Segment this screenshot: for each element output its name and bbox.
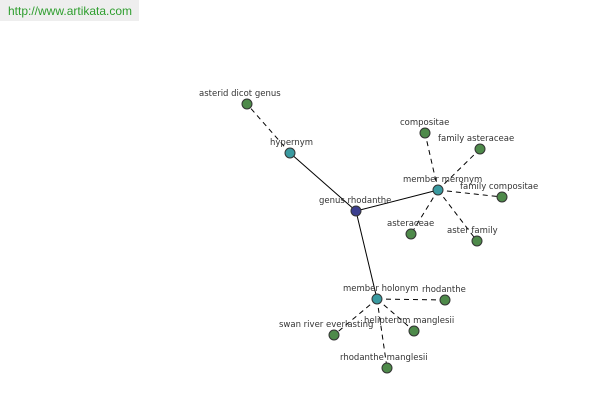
edge-hypernym-to-asterid-dicot-genus (246, 103, 291, 154)
node-label-asterid-dicot-genus[interactable]: asterid dicot genus (199, 89, 281, 99)
node-rhodanthe-manglesii[interactable] (381, 362, 393, 374)
edge-genus-rhodanthe-to-member-meronym (355, 189, 439, 212)
edge-member-holonym-to-helipterum-manglesii (376, 298, 415, 332)
node-label-compositae[interactable]: compositae (400, 118, 449, 128)
edge-genus-rhodanthe-to-hypernym (289, 152, 357, 212)
node-asterid-dicot-genus[interactable] (241, 98, 253, 110)
node-swan-river-everlasting[interactable] (328, 329, 340, 341)
node-label-swan-river-everlasting[interactable]: swan river everlasting (279, 320, 373, 330)
node-asteraceae[interactable] (405, 228, 417, 240)
edges-layer (246, 103, 503, 369)
source-url-text[interactable]: http://www.artikata.com (8, 3, 133, 18)
node-helipterum-manglesii[interactable] (408, 325, 420, 337)
node-label-family-asteraceae[interactable]: family asteraceae (438, 134, 514, 144)
node-label-member-meronym[interactable]: member meronym (403, 175, 482, 185)
node-label-hypernym[interactable]: hypernym (270, 138, 313, 148)
edge-member-holonym-to-rhodanthe-manglesii (376, 298, 388, 369)
node-label-family-compositae[interactable]: family compositae (460, 182, 538, 192)
node-family-compositae[interactable] (496, 191, 508, 203)
node-label-helipterum-manglesii[interactable]: helipterum manglesii (364, 316, 454, 326)
node-label-rhodanthe-manglesii[interactable]: rhodanthe manglesii (340, 353, 428, 363)
node-genus-rhodanthe[interactable] (350, 205, 362, 217)
node-label-aster-family[interactable]: aster family (447, 226, 498, 236)
node-member-meronym[interactable] (432, 184, 444, 196)
edge-member-holonym-to-swan-river-everlasting (333, 298, 378, 336)
edge-member-meronym-to-family-asteraceae (437, 148, 481, 191)
labels-layer: genus rhodanthe hypernym member meronym mem… (199, 89, 538, 363)
node-family-asteraceae[interactable] (474, 143, 486, 155)
node-label-member-holonym[interactable]: member holonym (343, 284, 418, 294)
node-hypernym[interactable] (284, 147, 296, 159)
edge-member-holonym-to-rhodanthe (376, 298, 446, 301)
node-label-rhodanthe[interactable]: rhodanthe (422, 285, 466, 295)
edge-member-meronym-to-compositae (424, 132, 439, 191)
source-url-badge[interactable]: http://www.artikata.com (0, 0, 139, 21)
edge-member-meronym-to-aster-family (437, 189, 478, 242)
node-compositae[interactable] (419, 127, 431, 139)
edge-genus-rhodanthe-to-member-holonym (355, 210, 378, 300)
node-label-genus-rhodanthe[interactable]: genus rhodanthe (319, 196, 391, 206)
nodes-layer (241, 98, 508, 374)
edge-member-meronym-to-family-compositae (437, 189, 503, 198)
node-member-holonym[interactable] (371, 293, 383, 305)
node-label-asteraceae[interactable]: asteraceae (387, 219, 434, 229)
node-rhodanthe[interactable] (439, 294, 451, 306)
node-aster-family[interactable] (471, 235, 483, 247)
